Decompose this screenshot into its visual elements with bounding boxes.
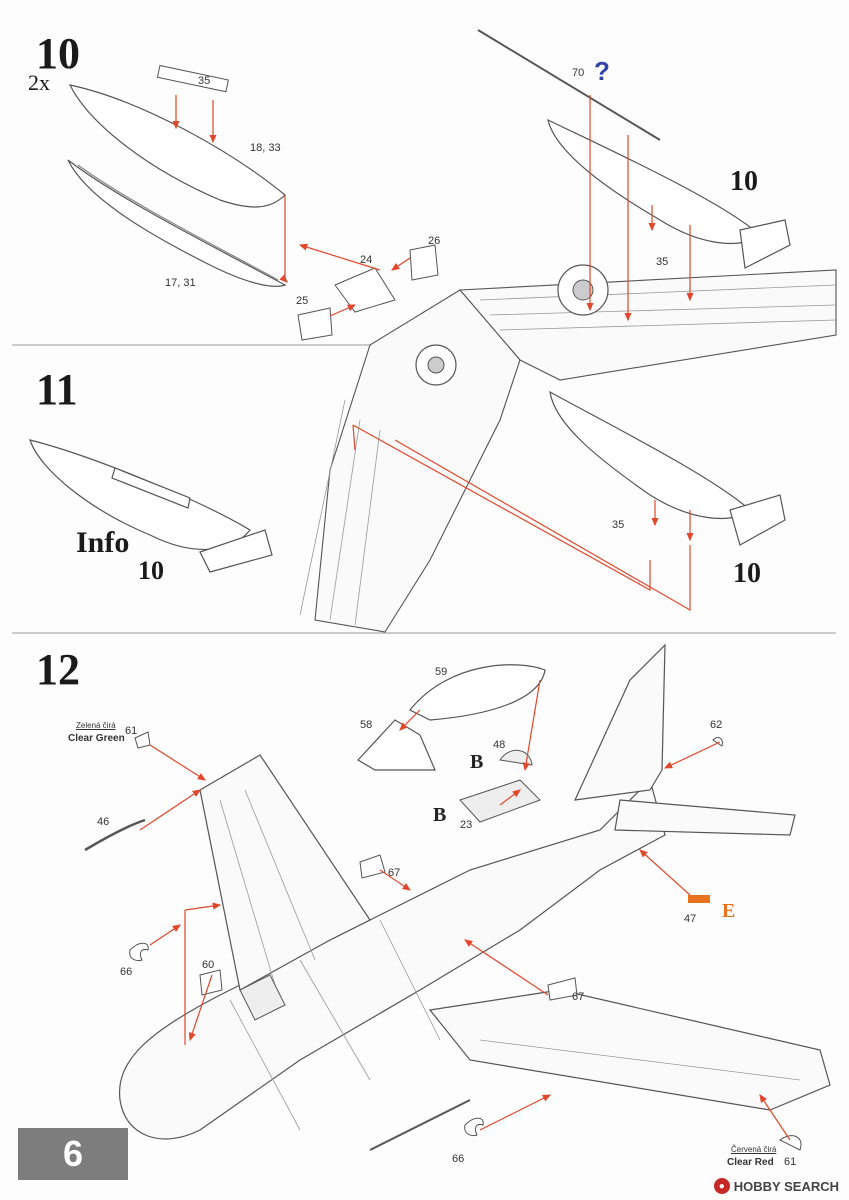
part-label-59: 59 — [435, 666, 448, 678]
pitot-probe — [477, 29, 661, 141]
pitot-probe-lower — [369, 1099, 471, 1151]
canopy — [357, 664, 546, 771]
part-label-61-red: 61 — [784, 1156, 797, 1168]
page-number-box: 6 — [18, 1128, 128, 1180]
part-label-18-33: 18, 33 — [250, 142, 281, 154]
installed-tank-lower — [549, 390, 786, 546]
sprue-badge-e: E — [722, 900, 736, 922]
tank-fin-parts — [297, 244, 439, 341]
part-label-70: 70 — [572, 67, 585, 79]
clear-green-czech: Zelená čirá — [76, 721, 116, 730]
clear-red-english: Clear Red — [727, 1157, 774, 1168]
step-11-ref-bottom: 10 — [733, 558, 761, 589]
part-label-17-31: 17, 31 — [165, 277, 196, 289]
step11-tank — [29, 439, 273, 573]
main-wheel — [557, 264, 609, 316]
drop-tank-bottom-half — [67, 159, 287, 287]
question-mark: ? — [594, 56, 610, 86]
drop-tank-top-half — [68, 84, 286, 208]
watermark: ● HOBBY SEARCH — [713, 1178, 839, 1194]
clear-green-english: Clear Green — [68, 733, 125, 744]
part-label-67-upper: 67 — [388, 867, 401, 879]
arrows-step10-left — [172, 95, 411, 317]
arrows-step12 — [139, 679, 791, 1141]
part-label-66-left: 66 — [120, 966, 133, 978]
part-label-62: 62 — [710, 719, 723, 731]
small-parts-step12 — [84, 731, 802, 1151]
fuselage-panel-lines — [219, 789, 801, 1131]
right-wing — [428, 989, 831, 1111]
part-label-60: 60 — [202, 959, 215, 971]
arrows-step11-right — [352, 424, 691, 612]
step-11-number: 11 — [36, 365, 78, 414]
part-label-66-bottom: 66 — [452, 1153, 465, 1165]
hobby-search-logo-icon: ● — [713, 1178, 730, 1194]
info-ref: 10 — [138, 556, 164, 585]
decal-47 — [688, 895, 710, 903]
step-10-ref-top: 10 — [730, 166, 758, 197]
step-10-number: 10 — [36, 29, 80, 78]
left-wing — [199, 754, 371, 991]
part-label-23: 23 — [460, 819, 473, 831]
part-label-35-lower: 35 — [612, 519, 625, 531]
info-label: Info — [76, 526, 130, 559]
sprue-badge-b-lower: B — [433, 804, 447, 826]
part-label-67-lower: 67 — [572, 991, 585, 1003]
part-label-48: 48 — [493, 739, 506, 751]
arrows-step10-right — [586, 95, 694, 542]
sprue-badge-b-upper: B — [470, 751, 484, 773]
part-label-46: 46 — [97, 816, 110, 828]
nose-wheel — [415, 344, 457, 386]
step-12-number: 12 — [36, 645, 80, 694]
part-label-24: 24 — [360, 254, 373, 266]
page-number: 6 — [62, 1133, 84, 1174]
horizontal-stabilizer — [614, 799, 796, 836]
watermark-text: HOBBY SEARCH — [733, 1178, 839, 1194]
part-label-25: 25 — [296, 295, 309, 307]
part-label-35-upper: 35 — [656, 256, 669, 268]
part-label-61-green: 61 — [125, 725, 138, 737]
part-label-58: 58 — [360, 719, 373, 731]
part-label-35: 35 — [198, 75, 211, 87]
step-10-multiplier: 2x — [28, 70, 50, 95]
clear-red-czech: Červená čirá — [731, 1145, 777, 1154]
part-label-47: 47 — [684, 913, 697, 925]
installed-tank-upper — [547, 118, 791, 269]
vertical-tail — [574, 643, 666, 801]
part-label-26: 26 — [428, 235, 441, 247]
part-35-strip — [156, 64, 230, 93]
wing-panel-lines — [299, 284, 837, 626]
